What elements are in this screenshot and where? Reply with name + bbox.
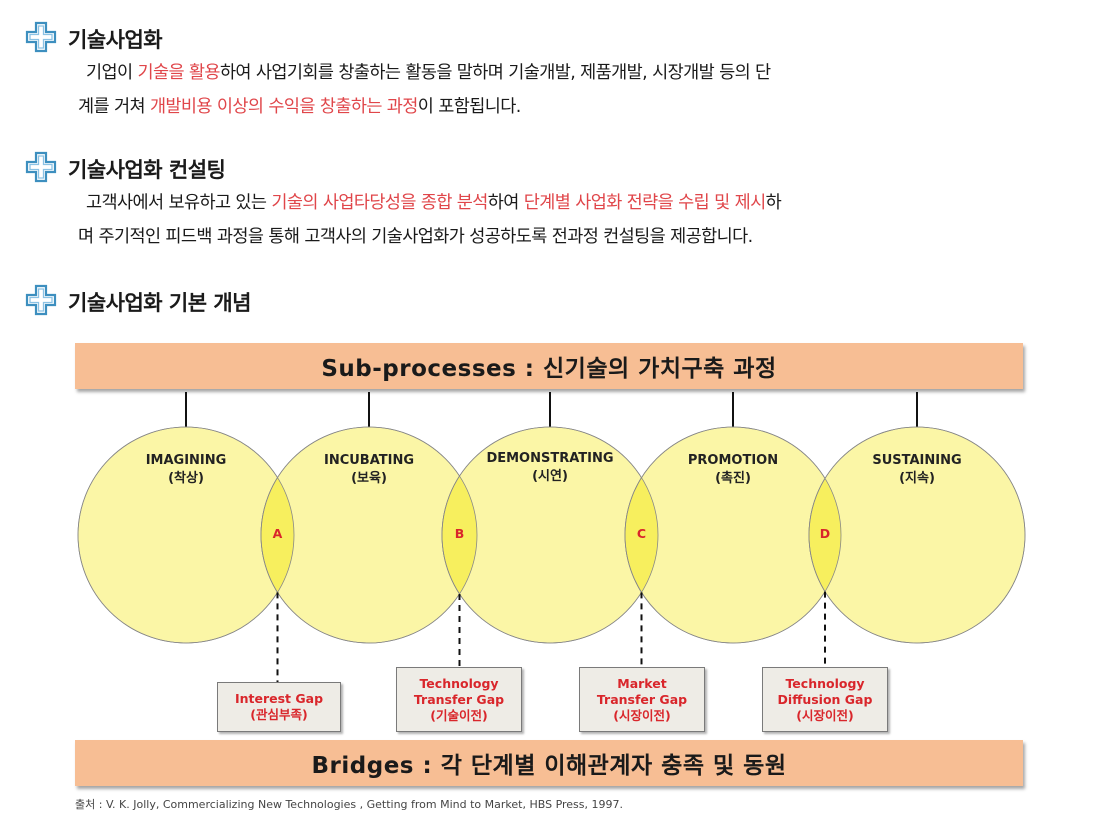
gap-box-line: (관심부족) bbox=[250, 707, 308, 722]
source-citation: 출처 : V. K. Jolly, Commercializing New Te… bbox=[75, 798, 624, 811]
section-header: 기술사업화 기본 개념 bbox=[24, 283, 252, 321]
body-text-run: 이 포함됩니다. bbox=[417, 97, 522, 117]
gap-box-line: Transfer Gap bbox=[413, 691, 505, 707]
bridge-letter-c: C bbox=[636, 526, 647, 541]
stage-name-korean: (착상) bbox=[168, 471, 204, 486]
bridges-band: Bridges : 각 단계별 이해관계자 충족 및 동원 bbox=[75, 740, 1023, 786]
body-line: 며 주기적인 피드백 과정을 통해 고객사의 기술사업화가 성공하도록 전과정 … bbox=[78, 220, 1058, 254]
gap-box-line: Interest Gap bbox=[234, 691, 324, 706]
body-line: 계를 거쳐 개발비용 이상의 수익을 창출하는 과정이 포함됩니다. bbox=[78, 90, 1058, 124]
stage-name: IMAGINING bbox=[145, 453, 227, 468]
stage-label-imagining: IMAGINING (착상) bbox=[116, 452, 256, 488]
bridge-letter-b: B bbox=[454, 526, 465, 541]
gap-box-line: Technology bbox=[785, 675, 865, 691]
stage-name: DEMONSTRATING bbox=[486, 451, 614, 466]
body-text-run: 계를 거쳐 bbox=[78, 97, 150, 117]
gap-box-line: Transfer Gap bbox=[596, 691, 688, 707]
stage-label-demonstrating: DEMONSTRATING (시연) bbox=[480, 450, 620, 486]
stage-label-promotion: PROMOTION (촉진) bbox=[663, 452, 803, 488]
stage-name: INCUBATING bbox=[323, 453, 415, 468]
section-title: 기술사업화 기본 개념 bbox=[68, 291, 252, 315]
stage-name: SUSTAINING bbox=[872, 453, 962, 468]
stage-circle-outline bbox=[260, 426, 478, 644]
highlighted-text: 개발비용 이상의 수익을 창출하는 과정 bbox=[149, 97, 418, 117]
gap-box: Interest Gap(관심부족) bbox=[217, 682, 341, 732]
body-text-run: 하 bbox=[765, 193, 782, 213]
gap-box-line: Technology bbox=[419, 675, 499, 691]
stage-circle-outline bbox=[624, 426, 842, 644]
body-line: 기업이 기술을 활용하여 사업기회를 창출하는 활동을 말하며 기술개발, 제품… bbox=[78, 56, 1058, 90]
stage-circle-outline bbox=[441, 426, 659, 644]
stage-circle-outline bbox=[808, 426, 1026, 644]
section-3: 기술사업화 기본 개념 bbox=[24, 283, 252, 321]
highlighted-text: 단계별 사업화 전략을 수립 및 제시 bbox=[523, 193, 766, 213]
section-header: 기술사업화 bbox=[24, 20, 1058, 58]
stage-label-incubating: INCUBATING (보육) bbox=[299, 452, 439, 488]
bridge-letter-d: D bbox=[819, 526, 831, 541]
gap-box-line: (시장이전) bbox=[613, 707, 671, 723]
sub-processes-band: Sub-processes : 신기술의 가치구축 과정 bbox=[75, 343, 1023, 389]
cross-plus-icon bbox=[24, 283, 58, 321]
section-body: 고객사에서 보유하고 있는 기술의 사업타당성을 종합 분석하여 단계별 사업화… bbox=[78, 186, 1058, 254]
body-text-run: 고객사에서 보유하고 있는 bbox=[86, 193, 272, 213]
stage-label-sustaining: SUSTAINING (지속) bbox=[847, 452, 987, 488]
gap-box-line: Diffusion Gap bbox=[777, 691, 873, 707]
highlighted-text: 기술을 활용 bbox=[137, 63, 220, 83]
gap-box-line: Market bbox=[617, 675, 667, 691]
section-body: 기업이 기술을 활용하여 사업기회를 창출하는 활동을 말하며 기술개발, 제품… bbox=[78, 56, 1058, 124]
stage-name: PROMOTION bbox=[687, 453, 779, 468]
section-title: 기술사업화 컨설팅 bbox=[68, 158, 226, 182]
stage-name-korean: (보육) bbox=[351, 471, 387, 486]
bridge-letter-a: A bbox=[272, 526, 283, 541]
section-title: 기술사업화 bbox=[68, 28, 163, 52]
gap-box-line: (시장이전) bbox=[796, 707, 854, 723]
highlighted-text: 기술의 사업타당성을 종합 분석 bbox=[271, 193, 488, 213]
body-line: 고객사에서 보유하고 있는 기술의 사업타당성을 종합 분석하여 단계별 사업화… bbox=[78, 186, 1058, 220]
gap-box-line: (기술이전) bbox=[430, 707, 488, 723]
stage-circle-outline bbox=[77, 426, 295, 644]
stage-name-korean: (지속) bbox=[899, 471, 935, 486]
body-text-run: 하여 사업기회를 창출하는 활동을 말하며 기술개발, 제품개발, 시장개발 등… bbox=[219, 63, 771, 83]
body-text-run: 기업이 bbox=[86, 63, 138, 83]
section-header: 기술사업화 컨설팅 bbox=[24, 150, 1058, 188]
stage-name-korean: (촉진) bbox=[715, 471, 751, 486]
cross-plus-icon bbox=[24, 20, 58, 58]
stage-name-korean: (시연) bbox=[532, 469, 568, 484]
cross-plus-icon bbox=[24, 150, 58, 188]
body-text-run: 며 주기적인 피드백 과정을 통해 고객사의 기술사업화가 성공하도록 전과정 … bbox=[78, 227, 753, 247]
body-text-run: 하여 bbox=[487, 193, 524, 213]
